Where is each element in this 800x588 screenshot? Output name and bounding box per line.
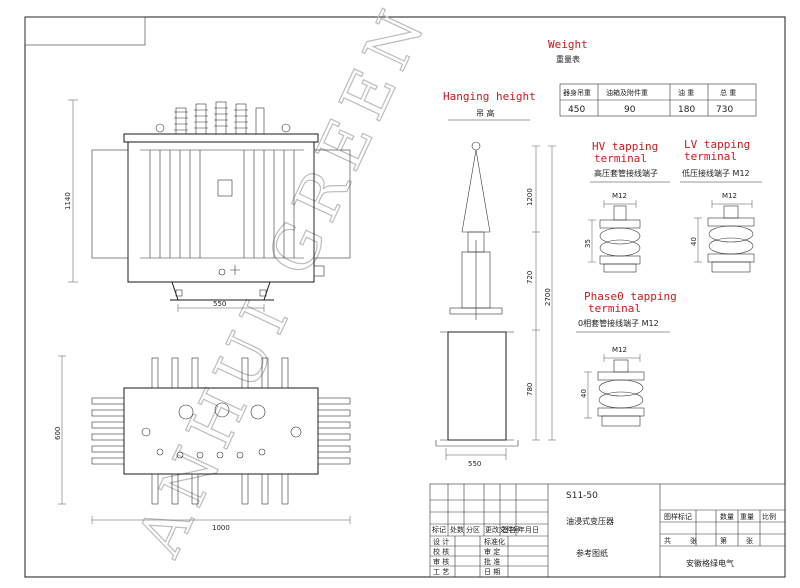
hv-subtitle: 高压套管接线端子 xyxy=(594,168,658,178)
col-label-0: 标记 xyxy=(432,525,446,534)
phase0-title-2: terminal xyxy=(588,302,641,315)
lv-subtitle: 低压接线端子 M12 xyxy=(682,168,750,178)
company-name: 安徽格绿电气 xyxy=(686,558,734,568)
tank-cover xyxy=(123,133,319,143)
weight-value-3: 730 xyxy=(716,105,733,115)
reference-drawing: 参考图纸 xyxy=(576,548,608,558)
nameplate xyxy=(217,179,233,197)
col-label-5: 年月日 xyxy=(518,525,539,534)
weight-value-1: 90 xyxy=(624,105,636,115)
row-label-0: 设 计 xyxy=(433,537,449,546)
product-name: 油浸式变压器 xyxy=(566,516,614,526)
row-label2-3: 日 期 xyxy=(484,568,500,576)
hv-bolt: M12 xyxy=(612,192,627,200)
phase0-dim: 40 xyxy=(580,389,588,398)
plan-width-dim: 1000 xyxy=(212,524,230,532)
hv-title-2: terminal xyxy=(594,152,647,165)
right-label-2: 重量 xyxy=(740,513,754,521)
lifting-hook xyxy=(471,141,481,151)
right-radiator xyxy=(313,149,351,259)
weight-title: Weight xyxy=(548,38,588,51)
left-radiator xyxy=(91,149,129,259)
lv-title-2: terminal xyxy=(684,150,737,163)
hv-bushing-b xyxy=(214,402,230,418)
row-label2-1: 审 定 xyxy=(484,547,500,556)
hv-title-1: HV tapping xyxy=(592,140,658,153)
lv-terminal-detail: LV tapping terminal 低压接线端子 M12 M12 40 xyxy=(680,138,762,273)
hang-total-dim: 2700 xyxy=(544,288,552,306)
weight-header-3: 总 重 xyxy=(720,88,736,97)
weight-subtitle: 重量表 xyxy=(556,54,580,64)
col-label-4: 签名 xyxy=(502,525,516,534)
plan-fins-top xyxy=(151,357,289,389)
row-label2-2: 批 准 xyxy=(484,557,500,566)
col-label-3: 更改文件号 xyxy=(485,525,520,534)
weight-value-0: 450 xyxy=(568,105,585,115)
plan-view: 600 1000 xyxy=(54,355,351,532)
row-label-2: 审 核 xyxy=(433,557,449,566)
hv-dim: 35 xyxy=(584,239,592,248)
sheet-suffix-0: 张 xyxy=(690,536,697,545)
hang-width-dim: 550 xyxy=(468,460,481,468)
sheet-label-0: 共 xyxy=(664,536,671,545)
front-width-dim: 550 xyxy=(213,300,226,308)
hv-bushing-c xyxy=(250,404,266,420)
hv-bushings xyxy=(155,101,291,135)
plan-fins-right xyxy=(317,397,351,465)
radiator-fins xyxy=(140,149,304,259)
weight-header-1: 油箱及附件重 xyxy=(606,88,648,97)
tank-hanging xyxy=(447,331,507,441)
lv-title-1: LV tapping xyxy=(684,138,750,151)
plan-depth-dim: 600 xyxy=(54,427,62,440)
hanging-subtitle: 吊 高 xyxy=(476,108,495,118)
sheet-suffix-1: 张 xyxy=(746,536,753,545)
col-label-1: 处数 xyxy=(450,525,464,534)
plan-tank xyxy=(123,387,319,475)
row-label-1: 校 核 xyxy=(433,547,449,556)
plan-fins-bottom xyxy=(151,473,289,505)
lv-bushings-plan xyxy=(156,448,266,459)
lv-bolt: M12 xyxy=(722,192,737,200)
frame-corner-box xyxy=(24,16,146,46)
right-label-1: 数量 xyxy=(720,512,734,521)
front-height-dim: 1140 xyxy=(64,192,72,210)
hang-top-dim: 1200 xyxy=(526,188,534,206)
hanging-title: Hanging height xyxy=(443,90,536,103)
hang-bottom-dim: 780 xyxy=(526,383,534,396)
phase0-bolt: M12 xyxy=(612,346,627,354)
right-label-3: 比例 xyxy=(762,512,776,521)
plan-fins-left xyxy=(91,397,125,465)
row-label-3: 工 艺 xyxy=(433,568,449,576)
drawing-frame xyxy=(24,16,786,578)
hanging-view: Hanging height 吊 高 1200 720 780 2700 550 xyxy=(435,90,556,468)
row-label2-0: 标准化 xyxy=(484,537,505,546)
sheet-label-1: 第 xyxy=(720,536,727,545)
phase0-subtitle: 0相套管接线端子 M12 xyxy=(578,318,659,328)
hv-terminal-detail: HV tapping terminal 高压套管接线端子 M12 35 xyxy=(584,140,670,273)
drain-valve xyxy=(218,268,226,276)
hv-bushing-a xyxy=(178,404,194,420)
right-label-0: 图样标记 xyxy=(664,512,692,521)
phase0-title-1: Phase0 tapping xyxy=(584,290,677,303)
front-view: 1140 550 xyxy=(64,99,351,312)
weight-table: Weight 重量表 器身吊重 油箱及附件重 油 重 总 重 450 90 18… xyxy=(548,38,757,117)
col-label-2: 分区 xyxy=(466,525,480,534)
lv-dim: 40 xyxy=(690,237,698,246)
model-number: S11-50 xyxy=(566,491,598,501)
weight-value-2: 180 xyxy=(678,105,695,115)
base-frame xyxy=(170,281,274,301)
weight-header-0: 器身吊重 xyxy=(563,88,591,97)
weight-header-2: 油 重 xyxy=(678,88,694,97)
title-block: 标记 处数 分区 更改文件号 签名 年月日 设 计 校 核 审 核 工 艺 标准… xyxy=(429,483,786,578)
phase0-terminal-detail: Phase0 tapping terminal 0相套管接线端子 M12 M12… xyxy=(576,290,677,427)
hang-mid-dim: 720 xyxy=(526,271,534,284)
lifting-sling xyxy=(461,149,491,233)
